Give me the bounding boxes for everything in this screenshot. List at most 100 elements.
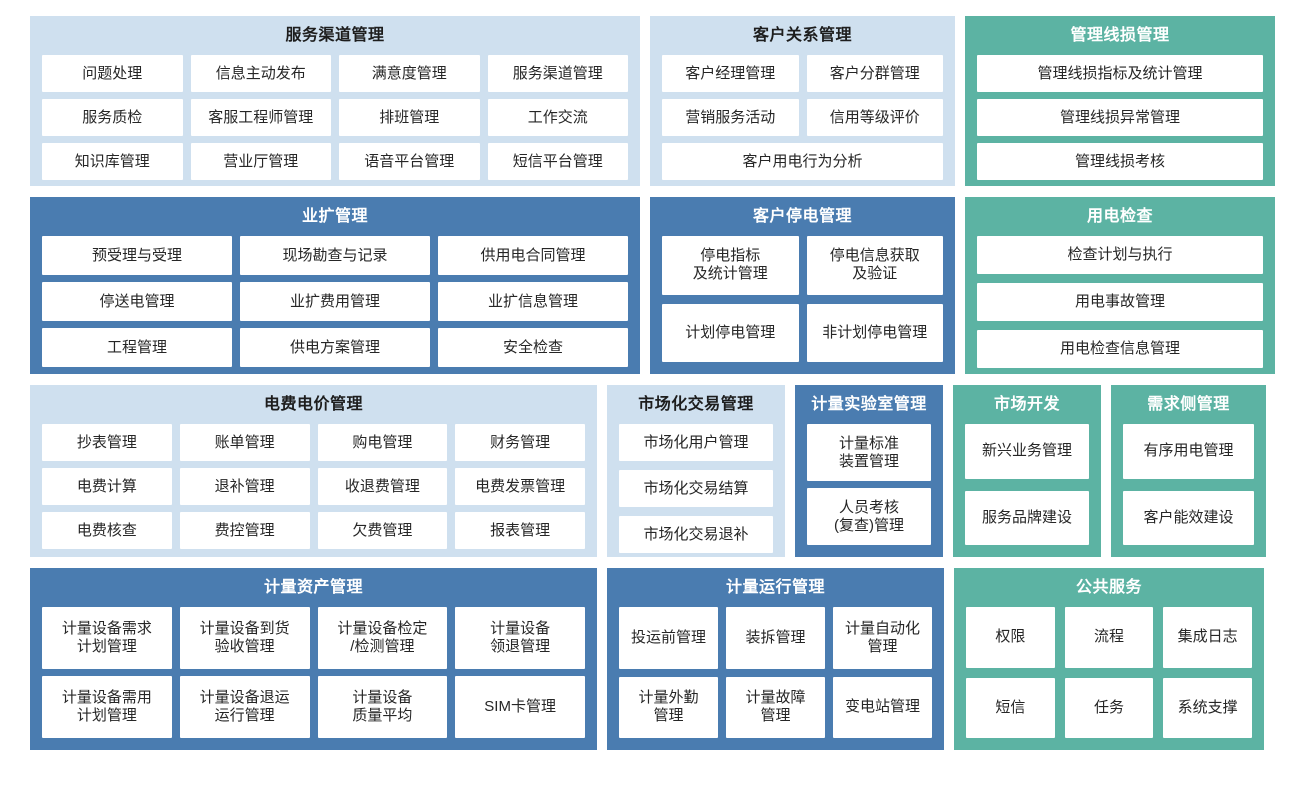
panel-title: 公共服务: [1075, 579, 1142, 596]
tile-item[interactable]: 任务: [1064, 677, 1154, 738]
tile-item[interactable]: 停电指标 及统计管理: [662, 236, 799, 295]
tile-item[interactable]: 权限: [966, 607, 1055, 668]
tile-item[interactable]: 问题处理: [42, 55, 183, 92]
panel-title: 客户停电管理: [752, 208, 852, 225]
tile-item[interactable]: 营业厅管理: [190, 143, 331, 180]
tile-item[interactable]: 服务渠道管理: [487, 55, 628, 92]
tile-item[interactable]: SIM卡管理: [455, 676, 585, 738]
panel-title: 服务渠道管理: [285, 27, 385, 44]
tile-item[interactable]: 抄表管理: [42, 424, 172, 461]
tile-item[interactable]: 排班管理: [339, 99, 480, 136]
tile-item[interactable]: 电费核查: [42, 512, 172, 549]
tile-item[interactable]: 报表管理: [455, 512, 585, 549]
tile-item[interactable]: 退补管理: [179, 468, 310, 505]
tile-item[interactable]: 有序用电管理: [1123, 424, 1254, 479]
tile-item[interactable]: 市场化交易结算: [619, 470, 773, 507]
tile-item[interactable]: 服务品牌建设: [965, 490, 1089, 545]
tile-grid: 问题处理 信息主动发布 满意度管理 服务渠道管理 服务质检 客服工程师管理 排班…: [42, 55, 628, 180]
tile-item[interactable]: 短信平台管理: [487, 143, 628, 180]
tile-item[interactable]: 营销服务活动: [662, 99, 799, 136]
tile-item[interactable]: 欠费管理: [317, 512, 448, 549]
tile-item[interactable]: 短信: [966, 677, 1055, 738]
tile-item[interactable]: 计量自动化 管理: [833, 607, 932, 669]
tile-item[interactable]: 购电管理: [317, 424, 448, 461]
tile-grid: 停电指标 及统计管理 停电信息获取 及验证 计划停电管理 非计划停电管理: [662, 236, 943, 362]
panel-market-development: 市场开发 新兴业务管理 服务品牌建设: [953, 385, 1101, 557]
panel-service-channel: 服务渠道管理 问题处理 信息主动发布 满意度管理 服务渠道管理 服务质检 客服工…: [30, 16, 640, 186]
tile-item[interactable]: 财务管理: [455, 424, 585, 461]
tile-item[interactable]: 流程: [1064, 607, 1154, 668]
tile-item[interactable]: 用电检查信息管理: [977, 330, 1263, 368]
tile-item[interactable]: 客服工程师管理: [190, 99, 331, 136]
tile-item[interactable]: 计量设备需求 计划管理: [42, 607, 172, 669]
tile-item[interactable]: 服务质检: [42, 99, 183, 136]
tile-item[interactable]: 用电事故管理: [977, 283, 1263, 321]
tile-item[interactable]: 收退费管理: [317, 468, 448, 505]
tile-item[interactable]: 计量设备退运 运行管理: [179, 676, 310, 738]
panel-metering-operation: 计量运行管理 投运前管理 装拆管理 计量自动化 管理 计量外勤 管理 计量故障 …: [607, 568, 944, 750]
tile-item[interactable]: 知识库管理: [42, 143, 183, 180]
diagram-row-1: 服务渠道管理 问题处理 信息主动发布 满意度管理 服务渠道管理 服务质检 客服工…: [30, 16, 1285, 186]
panel-customer-relationship: 客户关系管理 客户经理管理 客户分群管理 营销服务活动 信用等级评价 客户用电行…: [650, 16, 955, 186]
tile-item[interactable]: 系统支撑: [1163, 677, 1252, 738]
diagram-row-2: 业扩管理 预受理与受理 现场勘查与记录 供用电合同管理 停送电管理 业扩费用管理…: [30, 197, 1285, 374]
tile-item[interactable]: 计量故障 管理: [726, 676, 825, 738]
tile-item[interactable]: 工程管理: [42, 328, 232, 367]
tile-item[interactable]: 计划停电管理: [662, 303, 799, 362]
tile-item[interactable]: 客户分群管理: [806, 55, 943, 92]
tile-item[interactable]: 计量标准 装置管理: [807, 424, 931, 481]
tile-item[interactable]: 计量设备需用 计划管理: [42, 676, 172, 738]
tile-item[interactable]: 停电信息获取 及验证: [806, 236, 943, 295]
tile-item[interactable]: 人员考核 (复查)管理: [807, 488, 931, 545]
tile-item[interactable]: 信用等级评价: [806, 99, 943, 136]
tile-item[interactable]: 计量设备 质量平均: [317, 676, 448, 738]
tile-item[interactable]: 现场勘查与记录: [240, 236, 430, 275]
tile-item[interactable]: 检查计划与执行: [977, 236, 1263, 274]
tile-item[interactable]: 客户用电行为分析: [662, 143, 943, 180]
tile-grid: 预受理与受理 现场勘查与记录 供用电合同管理 停送电管理 业扩费用管理 业扩信息…: [42, 236, 628, 367]
tile-item[interactable]: 计量设备到货 验收管理: [179, 607, 310, 669]
tile-grid: 客户经理管理 客户分群管理 营销服务活动 信用等级评价 客户用电行为分析: [662, 55, 943, 180]
tile-item[interactable]: 电费计算: [42, 468, 172, 505]
tile-item[interactable]: 费控管理: [179, 512, 310, 549]
tile-item[interactable]: 电费发票管理: [455, 468, 585, 505]
tile-item[interactable]: 供用电合同管理: [438, 236, 628, 275]
tile-item[interactable]: 预受理与受理: [42, 236, 232, 275]
panel-line-loss-management: 管理线损管理 管理线损指标及统计管理 管理线损异常管理 管理线损考核: [965, 16, 1275, 186]
tile-item[interactable]: 供电方案管理: [240, 328, 430, 367]
tile-item[interactable]: 信息主动发布: [190, 55, 331, 92]
tile-item[interactable]: 非计划停电管理: [806, 303, 943, 362]
tile-item[interactable]: 计量设备检定 /检测管理: [317, 607, 448, 669]
tile-grid: 权限 流程 集成日志 短信 任务 系统支撑: [966, 607, 1252, 738]
tile-item[interactable]: 装拆管理: [726, 607, 825, 669]
tile-item[interactable]: 业扩信息管理: [438, 282, 628, 321]
tile-item[interactable]: 管理线损异常管理: [977, 99, 1263, 136]
panel-title: 业扩管理: [301, 208, 368, 225]
tile-item[interactable]: 语音平台管理: [339, 143, 480, 180]
tile-item[interactable]: 管理线损考核: [977, 143, 1263, 180]
tile-item[interactable]: 客户能效建设: [1123, 490, 1254, 545]
tile-item[interactable]: 工作交流: [487, 99, 628, 136]
tile-item[interactable]: 停送电管理: [42, 282, 232, 321]
tile-item[interactable]: 满意度管理: [339, 55, 480, 92]
panel-title: 管理线损管理: [1070, 27, 1170, 44]
diagram-row-4: 计量资产管理 计量设备需求 计划管理 计量设备到货 验收管理 计量设备检定 /检…: [30, 568, 1285, 750]
tile-item[interactable]: 投运前管理: [619, 607, 718, 669]
tile-item[interactable]: 市场化交易退补: [619, 516, 773, 553]
tile-item[interactable]: 集成日志: [1163, 607, 1252, 668]
tile-item[interactable]: 账单管理: [179, 424, 310, 461]
tile-item[interactable]: 安全检查: [438, 328, 628, 367]
tile-item[interactable]: 计量设备 领退管理: [455, 607, 585, 669]
tile-item[interactable]: 管理线损指标及统计管理: [977, 55, 1263, 92]
panel-title: 计量实验室管理: [811, 396, 927, 413]
tile-item[interactable]: 客户经理管理: [662, 55, 799, 92]
tile-item[interactable]: 变电站管理: [833, 676, 932, 738]
tile-grid: 管理线损指标及统计管理 管理线损异常管理 管理线损考核: [977, 55, 1263, 180]
tile-item[interactable]: 计量外勤 管理: [619, 676, 718, 738]
tile-item[interactable]: 业扩费用管理: [240, 282, 430, 321]
panel-title: 电费电价管理: [263, 396, 363, 413]
panel-title: 市场化交易管理: [638, 396, 754, 413]
tile-item[interactable]: 新兴业务管理: [965, 424, 1089, 479]
tile-item[interactable]: 市场化用户管理: [619, 424, 773, 461]
